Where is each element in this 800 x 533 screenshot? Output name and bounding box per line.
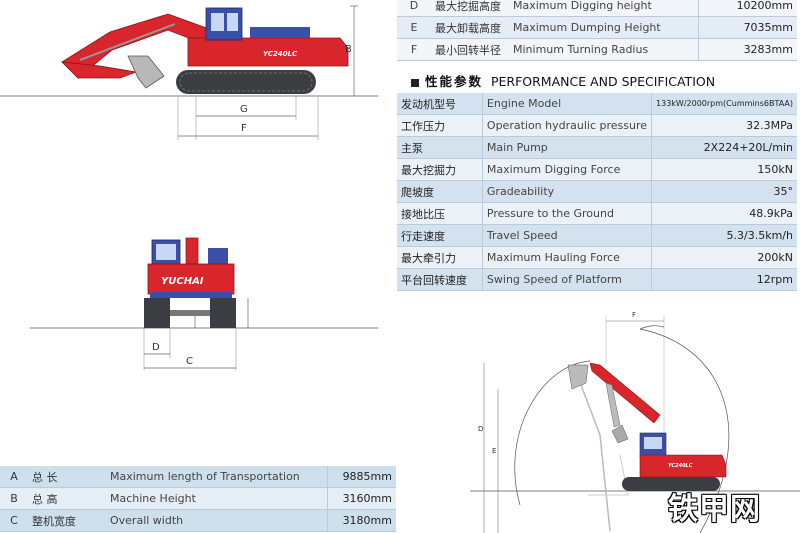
track — [176, 70, 316, 94]
dimension-table: A 总 长 Maximum length of Transportation 9… — [0, 466, 396, 532]
table-row: E 最大卸载高度 Maximum Dumping Height 7035mm — [397, 16, 797, 39]
row-en: Main Pump — [481, 136, 652, 159]
dim-g-label: G — [240, 104, 248, 115]
row-zh: 最小回转半径 — [431, 38, 509, 61]
row-en: Maximum Dumping Height — [509, 16, 699, 39]
row-en: Pressure to the Ground — [481, 202, 652, 225]
row-code: E — [397, 16, 431, 39]
performance-table: 发动机型号 Engine Model 133kW/2000rpm(Cummins… — [397, 93, 797, 291]
table-row: F 最小回转半径 Minimum Turning Radius 3283mm — [397, 38, 797, 61]
row-value: 133kW/2000rpm(Cummins6BTAA) — [651, 93, 797, 115]
row-code: F — [397, 38, 431, 61]
dim-c-label: C — [186, 356, 193, 367]
row-value: 10200mm — [698, 0, 797, 17]
row-value: 9885mm — [327, 466, 396, 488]
table-row: 主泵 Main Pump 2X224+20L/min — [397, 136, 797, 159]
row-en: Gradeability — [481, 180, 652, 203]
row-zh: 最大挖掘高度 — [431, 0, 509, 17]
row-code: D — [397, 0, 431, 17]
row-zh: 工作压力 — [397, 114, 483, 137]
row-en: Maximum length of Transportation — [106, 466, 328, 488]
row-en: Minimum Turning Radius — [509, 38, 699, 61]
range-model-label: YC240LC — [668, 463, 693, 469]
row-code: B — [0, 487, 28, 510]
row-value: 7035mm — [698, 16, 797, 39]
table-row: 行走速度 Travel Speed 5.3/3.5km/h — [397, 224, 797, 247]
row-en: Maximum Hauling Force — [481, 246, 652, 269]
row-en: Operation hydraulic pressure — [481, 114, 652, 137]
range-table: D 最大挖掘高度 Maximum Digging height 10200mm … — [397, 0, 797, 61]
row-value: 32.3MPa — [651, 114, 797, 137]
row-value: 3283mm — [698, 38, 797, 61]
row-en: Overall width — [106, 509, 328, 532]
working-range-diagram: F D E YC240LC — [470, 311, 800, 533]
row-en: Maximum Digging height — [509, 0, 699, 17]
table-row: 工作压力 Operation hydraulic pressure 32.3MP… — [397, 114, 797, 137]
range-boom — [589, 362, 661, 424]
range-track — [622, 477, 720, 491]
range-f-label: F — [632, 311, 636, 319]
table-row: 平台回转速度 Swing Speed of Platform 12rpm — [397, 268, 797, 291]
table-row: B 总 高 Machine Height 3160mm — [0, 487, 396, 510]
range-d-label: D — [478, 425, 483, 433]
row-code: C — [0, 509, 28, 532]
table-row: C 整机宽度 Overall width 3180mm — [0, 509, 396, 532]
row-value: 200kN — [651, 246, 797, 269]
row-zh: 接地比压 — [397, 202, 483, 225]
table-row: 最大牵引力 Maximum Hauling Force 200kN — [397, 246, 797, 269]
table-row: 爬坡度 Gradeability 35° — [397, 180, 797, 203]
row-value: 48.9kPa — [651, 202, 797, 225]
row-zh: 总 高 — [28, 487, 106, 510]
row-zh: 总 长 — [28, 466, 106, 488]
bucket — [127, 55, 165, 89]
row-zh: 爬坡度 — [397, 180, 483, 203]
table-row: D 最大挖掘高度 Maximum Digging height 10200mm — [397, 0, 797, 17]
table-row: 最大挖掘力 Maximum Digging Force 150kN — [397, 158, 797, 181]
range-e-label: E — [492, 447, 496, 455]
row-en: Machine Height — [106, 487, 328, 510]
row-zh: 整机宽度 — [28, 509, 106, 532]
arm — [60, 61, 138, 79]
performance-title: 性能参数 PERFORMANCE AND SPECIFICATION — [411, 71, 715, 90]
row-zh: 最大牵引力 — [397, 246, 483, 269]
upper-body — [187, 37, 349, 67]
row-zh: 行走速度 — [397, 224, 483, 247]
side-view-diagram: YC240LC B G F — [0, 5, 378, 140]
performance-title-zh: 性能参数 — [425, 74, 484, 89]
row-en: Maximum Digging Force — [481, 158, 652, 181]
row-value: 150kN — [651, 158, 797, 181]
front-view-diagram: YUCHAI D C — [30, 237, 378, 370]
row-zh: 发动机型号 — [397, 93, 483, 115]
row-value: 2X224+20L/min — [651, 136, 797, 159]
dim-b-label: B — [345, 44, 352, 55]
row-en: Engine Model — [481, 93, 652, 115]
row-value: 35° — [651, 180, 797, 203]
table-row: A 总 长 Maximum length of Transportation 9… — [0, 466, 396, 488]
row-value: 5.3/3.5km/h — [651, 224, 797, 247]
row-en: Swing Speed of Platform — [481, 268, 652, 291]
brand-label: YUCHAI — [161, 276, 204, 287]
performance-title-en: PERFORMANCE AND SPECIFICATION — [490, 74, 716, 89]
table-row: 接地比压 Pressure to the Ground 48.9kPa — [397, 202, 797, 225]
right-track — [210, 298, 236, 328]
row-en: Travel Speed — [481, 224, 652, 247]
dim-d-label: D — [152, 342, 160, 353]
model-label: YC240LC — [263, 50, 298, 58]
range-body — [639, 454, 727, 478]
dim-f-label: F — [241, 123, 247, 134]
square-bullet-icon — [411, 78, 419, 87]
left-track — [144, 298, 170, 328]
row-code: A — [0, 466, 28, 488]
row-zh: 平台回转速度 — [397, 268, 483, 291]
row-zh: 主泵 — [397, 136, 483, 159]
row-zh: 最大卸载高度 — [431, 16, 509, 39]
row-zh: 最大挖掘力 — [397, 158, 483, 181]
row-value: 3180mm — [327, 509, 396, 532]
table-row: 发动机型号 Engine Model 133kW/2000rpm(Cummins… — [397, 93, 797, 115]
row-value: 3160mm — [327, 487, 396, 510]
row-value: 12rpm — [651, 268, 797, 291]
watermark-logo: 铁甲网 — [668, 492, 761, 527]
